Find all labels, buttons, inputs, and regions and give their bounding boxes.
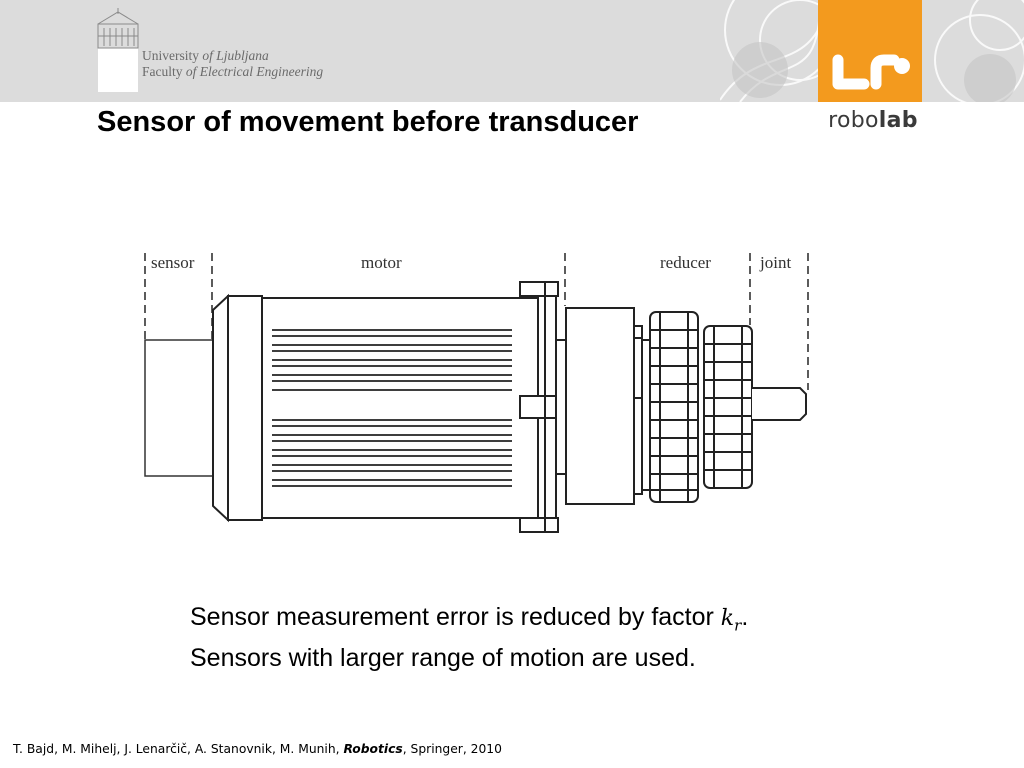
reduction-factor-symbol: kr xyxy=(720,606,742,635)
sensor-housing xyxy=(144,339,214,477)
lr-logo-icon xyxy=(832,54,910,90)
label-sensor: sensor xyxy=(151,253,195,272)
reducer-housing xyxy=(565,307,653,505)
body-line-1-end: . xyxy=(741,603,749,631)
slide-title: Sensor of movement before transducer xyxy=(97,106,639,138)
body-line-1: Sensor measurement error is reduced by f… xyxy=(190,601,748,642)
body-line-2: Sensors with larger range of motion are … xyxy=(190,644,696,673)
motor-sensor-diagram: sensor motor reducer joint xyxy=(144,253,809,533)
label-joint: joint xyxy=(759,253,791,272)
robolab-logo: robolab xyxy=(818,108,928,133)
university-line2-a: Faculty xyxy=(142,64,186,79)
body-line-1-text: Sensor measurement error is reduced by f… xyxy=(190,603,721,631)
footer-authors: T. Bajd, M. Mihelj, J. Lenarčič, A. Stan… xyxy=(13,742,344,756)
robolab-text-bold: lab xyxy=(878,108,918,133)
motor-flange xyxy=(519,281,567,533)
body-text: Sensor measurement error is reduced by f… xyxy=(190,601,748,675)
motor-housing xyxy=(212,293,539,523)
university-line2-b: of Electrical Engineering xyxy=(185,64,324,79)
lr-logo-badge xyxy=(818,0,922,102)
university-name: University of Ljubljana Faculty of Elect… xyxy=(142,48,323,80)
university-line1-a: University xyxy=(142,48,203,63)
university-line1-b: of Ljubljana xyxy=(202,48,269,63)
university-building-icon xyxy=(97,8,139,92)
label-reducer: reducer xyxy=(660,253,711,272)
joint-output-shaft xyxy=(752,387,807,421)
label-motor: motor xyxy=(361,253,402,272)
footer-book-title: Robotics xyxy=(343,742,403,756)
reducer-gear-large xyxy=(649,311,699,503)
university-logo: University of Ljubljana Faculty of Elect… xyxy=(96,8,356,92)
footer-publisher: , Springer, 2010 xyxy=(402,742,502,756)
reducer-gear-small xyxy=(703,325,753,489)
robolab-text-light: robo xyxy=(828,108,879,133)
motor-cooling-fins xyxy=(272,329,512,487)
footer-citation: T. Bajd, M. Mihelj, J. Lenarčič, A. Stan… xyxy=(13,742,502,756)
